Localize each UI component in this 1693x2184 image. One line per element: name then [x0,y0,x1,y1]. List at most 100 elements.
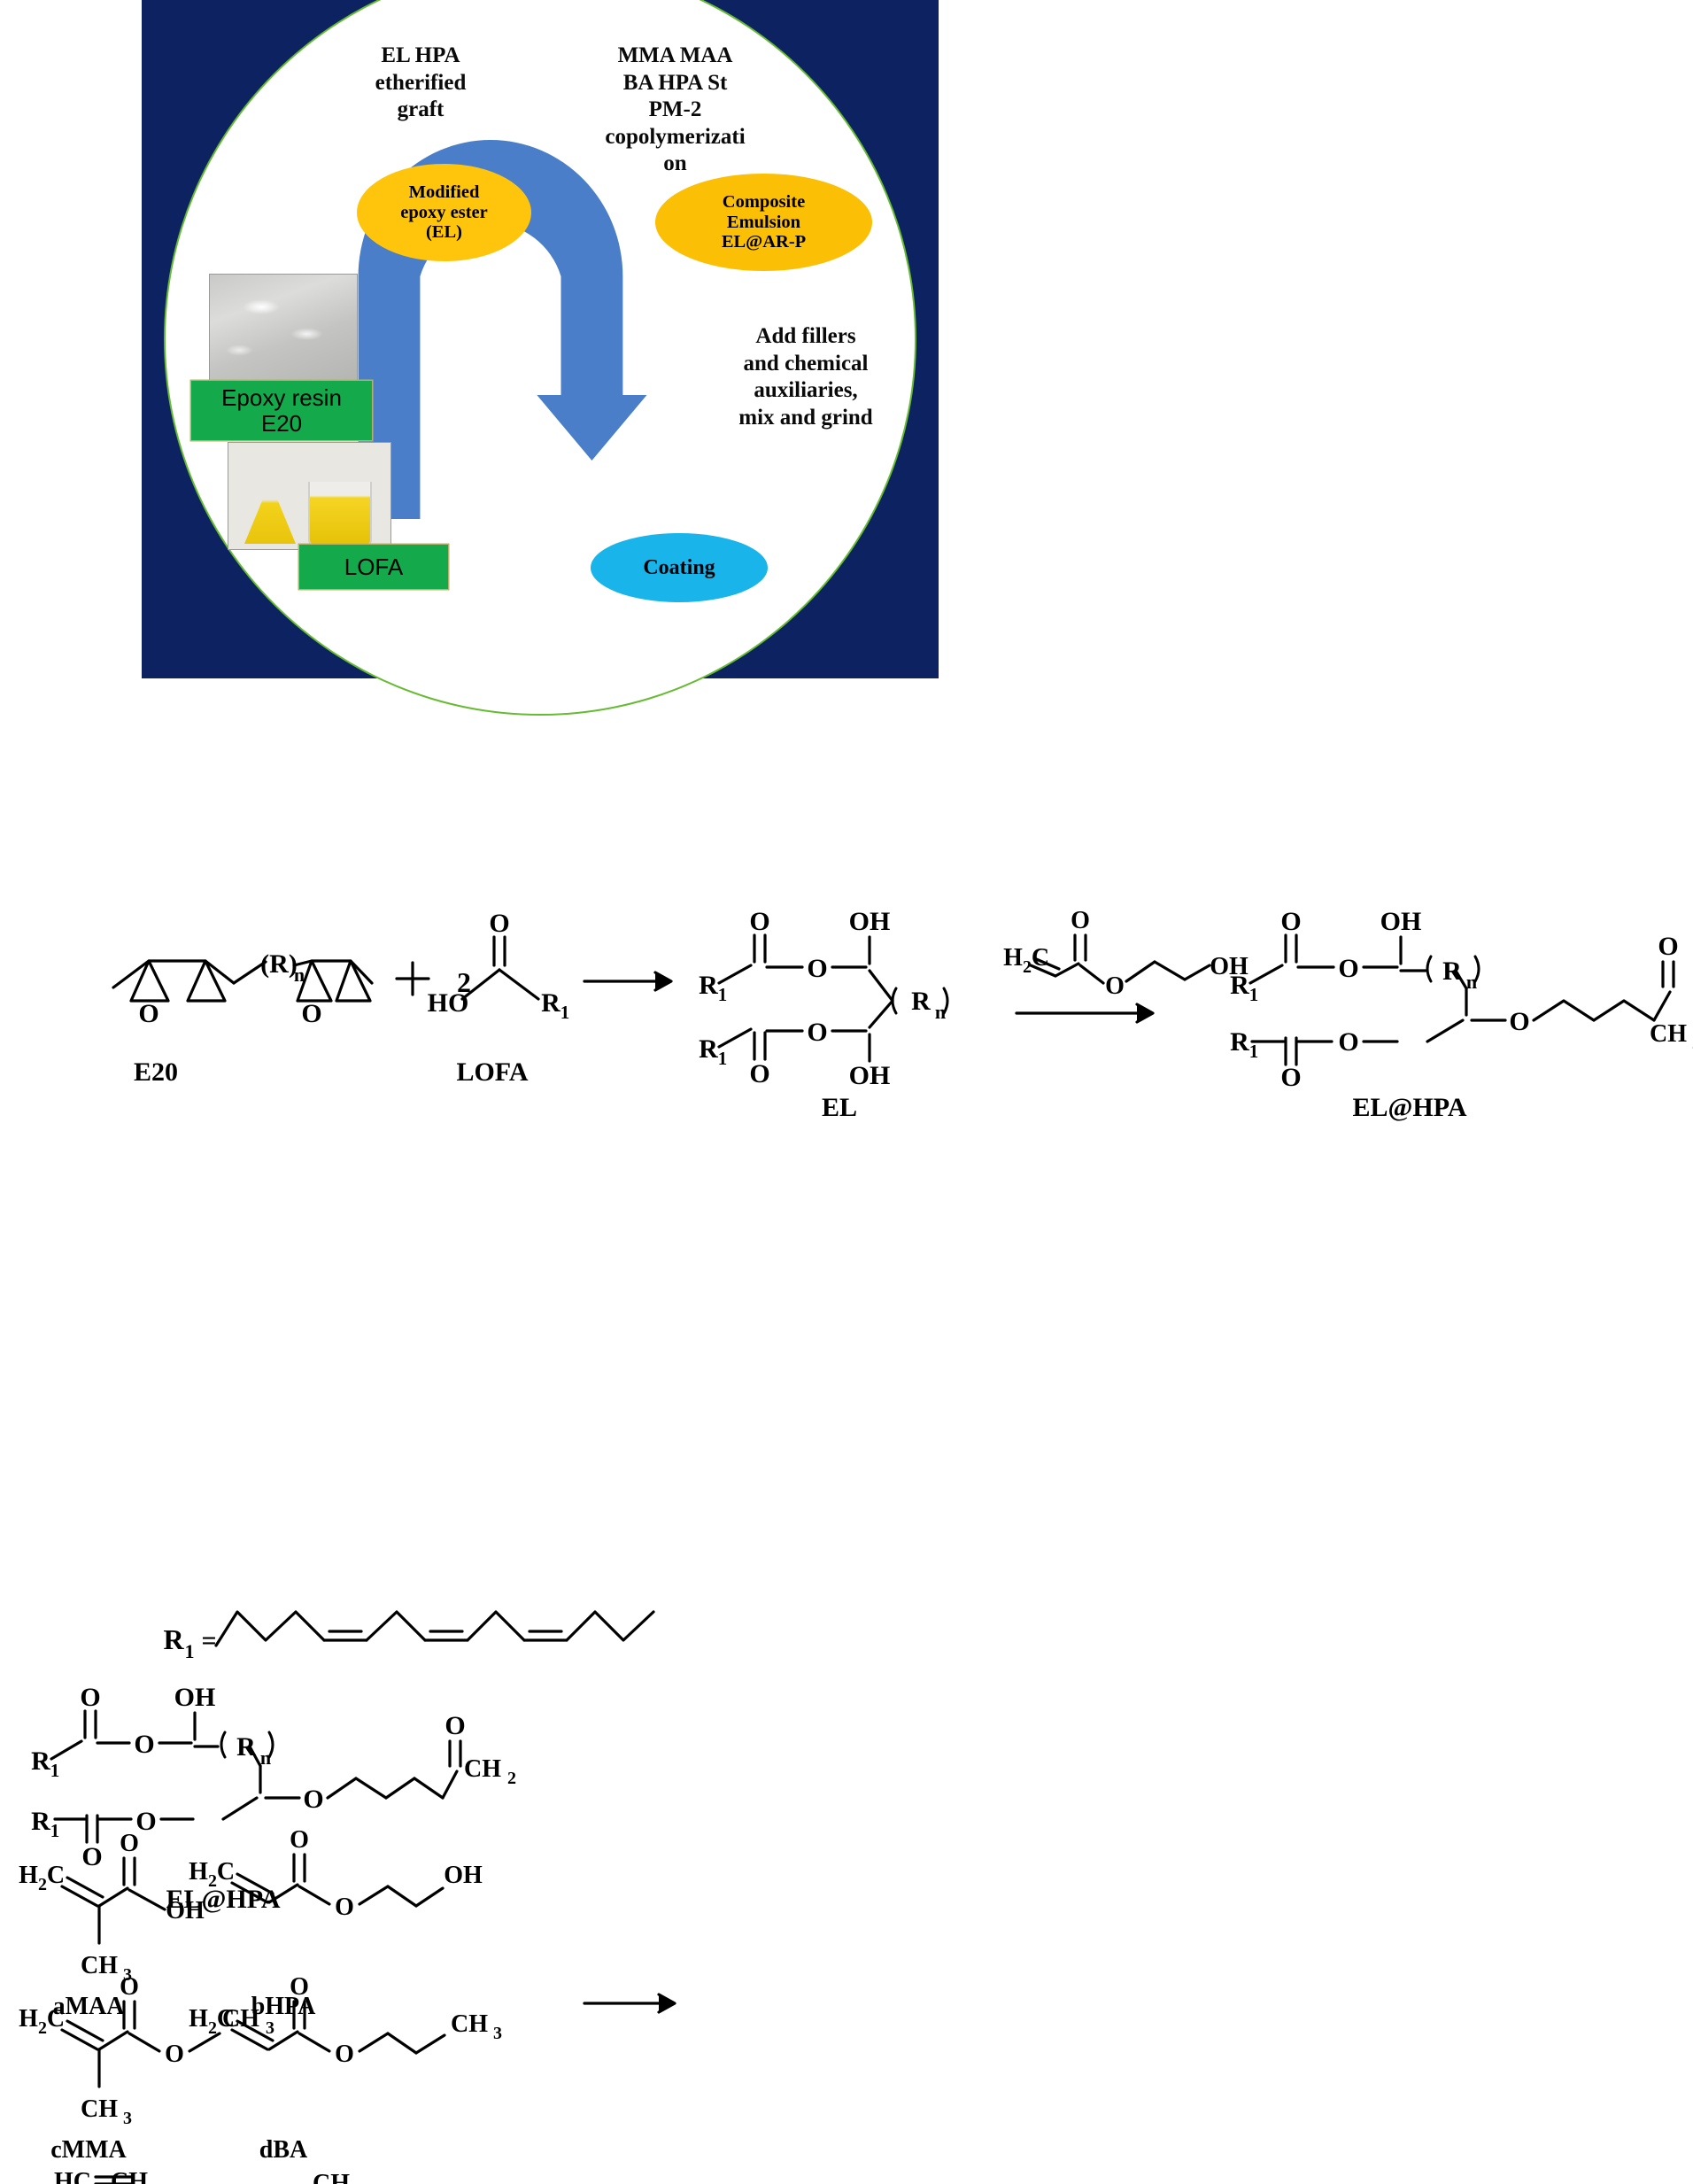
svg-text:CH: CH [81,1952,118,1979]
svg-text:1: 1 [560,1002,570,1023]
svg-text:C: C [47,2005,65,2033]
label-el-hpa-reactant: EL@HPA [166,1885,280,1914]
svg-text:1: 1 [50,1820,60,1841]
svg-text:R: R [31,1746,50,1776]
ellipse-coating-label: Coating [643,555,715,579]
svg-text:O: O [1338,954,1358,983]
svg-text:2: 2 [38,2018,47,2038]
svg-text:O: O [290,1973,309,2001]
svg-text:O: O [301,999,321,1028]
svg-text:R: R [911,987,931,1016]
svg-text:O: O [80,1683,100,1712]
svg-text:2: 2 [38,1875,47,1894]
svg-text:2: 2 [208,2018,217,2038]
svg-text:CH: CH [1650,1020,1687,1048]
svg-text:R: R [236,1732,256,1762]
label-bhpa: bHPA [251,1993,316,2020]
svg-text:HO: HO [428,988,469,1018]
green-box-lofa: LOFA [299,545,448,589]
svg-text:OH: OH [849,1061,891,1090]
reaction-scheme: O O (R) n 2 O HO R 1 E20 LOFA R 1 O O OH… [0,700,1693,2184]
svg-text:O: O [1509,1007,1529,1036]
svg-text:3: 3 [123,1965,132,1985]
svg-text:R: R [1442,956,1462,986]
svg-text:O: O [303,1785,323,1814]
svg-text:1: 1 [50,1760,60,1781]
svg-text:3: 3 [493,2024,502,2043]
reaction-scheme-svg: O O (R) n 2 O HO R 1 E20 LOFA R 1 O O OH… [19,907,1693,2184]
svg-text:HC: HC [54,2168,91,2184]
svg-text:O: O [120,1973,139,2001]
svg-text:O: O [749,907,769,936]
svg-text:3: 3 [266,2018,274,2038]
svg-text:OH: OH [1210,953,1248,980]
svg-text:O: O [335,2041,354,2068]
svg-text:O: O [335,1894,354,1921]
label-el-hpa: EL@HPA [1352,1093,1466,1122]
svg-text:O: O [1071,907,1090,934]
svg-text:O: O [1105,972,1125,1000]
svg-text:OH: OH [174,1683,216,1712]
label-lofa: LOFA [456,1057,528,1087]
svg-text:1: 1 [718,984,728,1005]
svg-text:n: n [294,964,305,986]
svg-text:O: O [135,1807,156,1836]
svg-text:OH: OH [849,907,891,936]
svg-text:1: 1 [185,1640,195,1662]
svg-text:CH: CH [111,2168,148,2184]
svg-text:H: H [19,2005,38,2033]
svg-text:O: O [1338,1027,1358,1057]
svg-text:O: O [134,1730,154,1759]
svg-text:n: n [935,1001,946,1023]
svg-text:O: O [290,1826,309,1854]
svg-text:2: 2 [208,1871,217,1891]
svg-text:3: 3 [123,2109,132,2128]
label-cmma: cMMA [50,2136,127,2164]
svg-text:R: R [163,1623,184,1655]
svg-text:OH: OH [166,1897,205,1925]
label-amaa: aMAA [53,1993,126,2020]
svg-text:C: C [217,2005,235,2033]
beaker-icon [308,482,372,546]
svg-text:(R): (R) [260,949,298,979]
label-el: EL [822,1093,857,1122]
svg-text:O: O [138,999,158,1028]
svg-text:=: = [201,1626,216,1655]
svg-text:1: 1 [718,1048,728,1069]
label-dba: dBA [259,2136,308,2164]
svg-text:O: O [445,1711,465,1740]
svg-text:CH: CH [451,2010,488,2038]
svg-text:C: C [47,1862,65,1889]
svg-text:2: 2 [457,966,471,998]
green-box-lofa-label: LOFA [344,553,404,580]
svg-text:O: O [749,1059,769,1088]
svg-text:O: O [81,1842,102,1871]
svg-text:O: O [807,954,827,983]
svg-text:O: O [1280,907,1301,936]
svg-text:H: H [1003,944,1023,972]
svg-text:C: C [1032,944,1049,972]
erlenmeyer-flask-icon [244,452,296,544]
svg-text:R: R [1230,971,1249,1000]
svg-text:CH: CH [81,2095,118,2123]
svg-text:O: O [489,909,509,938]
label-e20: E20 [134,1057,178,1087]
svg-text:H: H [189,1858,208,1886]
svg-text:CH: CH [313,2170,350,2184]
svg-text:R: R [31,1807,50,1836]
svg-text:2: 2 [1023,957,1032,977]
svg-text:R: R [699,971,718,1000]
svg-text:C: C [217,1858,235,1886]
svg-text:R: R [541,988,560,1018]
ellipse-coating: Coating [591,533,768,602]
svg-text:CH: CH [222,2005,259,2033]
svg-text:O: O [807,1018,827,1047]
